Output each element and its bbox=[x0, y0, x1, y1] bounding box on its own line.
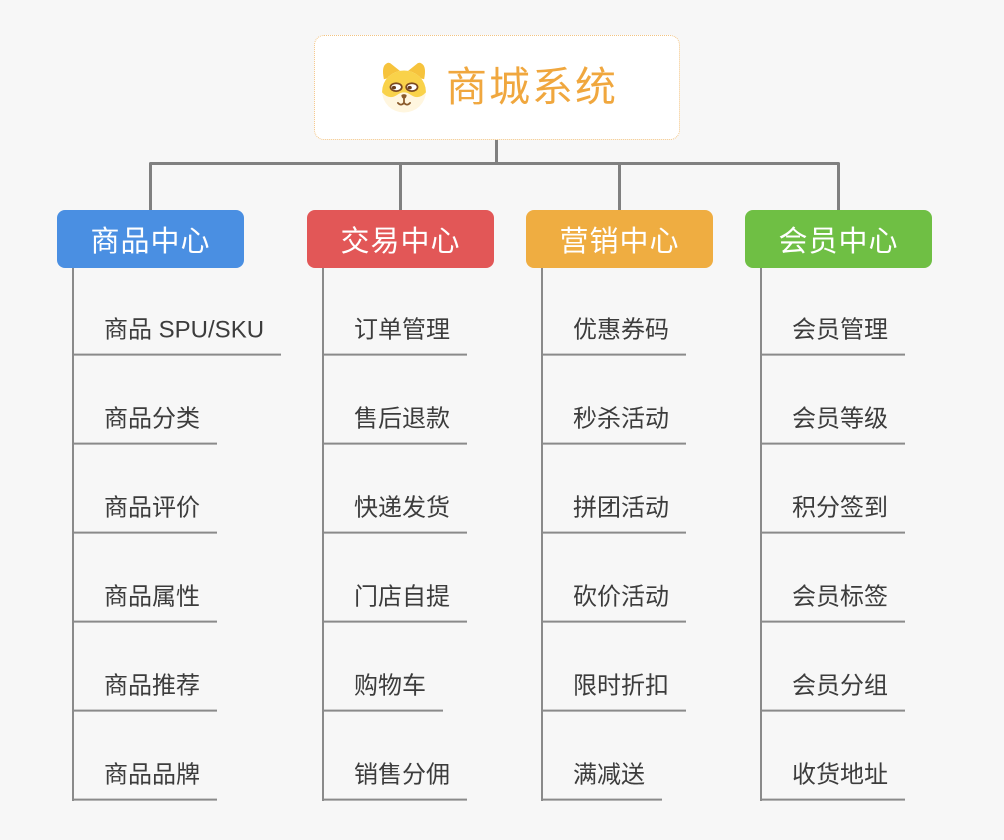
subtopic[interactable]: 会员分组 bbox=[760, 671, 905, 712]
subtopic[interactable]: 销售分佣 bbox=[322, 760, 467, 801]
subtopic[interactable]: 商品属性 bbox=[72, 582, 217, 623]
root-topic[interactable]: 商城系统 bbox=[314, 35, 680, 140]
subtopic[interactable]: 快递发货 bbox=[322, 493, 467, 534]
subtopic[interactable]: 商品推荐 bbox=[72, 671, 217, 712]
subtopic[interactable]: 优惠券码 bbox=[541, 315, 686, 356]
subtopic[interactable]: 商品评价 bbox=[72, 493, 217, 534]
branch-member-center[interactable]: 会员中心 bbox=[745, 210, 932, 268]
branch-trade-center[interactable]: 交易中心 bbox=[307, 210, 494, 268]
connector-branch-stem bbox=[149, 163, 152, 210]
subtopic[interactable]: 购物车 bbox=[322, 671, 443, 712]
branch-column-product: 商品 SPU/SKU 商品分类 商品评价 商品属性 商品推荐 商品品牌 bbox=[72, 268, 312, 801]
connector-root-stem bbox=[495, 140, 498, 164]
connector-rail bbox=[149, 162, 840, 165]
subtopic[interactable]: 满减送 bbox=[541, 760, 662, 801]
subtopic[interactable]: 积分签到 bbox=[760, 493, 905, 534]
subtopic[interactable]: 会员等级 bbox=[760, 404, 905, 445]
subtopic[interactable]: 限时折扣 bbox=[541, 671, 686, 712]
subtopic[interactable]: 售后退款 bbox=[322, 404, 467, 445]
branch-marketing-center[interactable]: 营销中心 bbox=[526, 210, 713, 268]
subtopic[interactable]: 收货地址 bbox=[760, 760, 905, 801]
branch-column-trade: 订单管理 售后退款 快递发货 门店自提 购物车 销售分佣 bbox=[322, 268, 562, 801]
subtopic[interactable]: 商品 SPU/SKU bbox=[72, 315, 282, 356]
subtopic[interactable]: 拼团活动 bbox=[541, 493, 686, 534]
subtopic[interactable]: 会员管理 bbox=[760, 315, 905, 356]
subtopic[interactable]: 商品品牌 bbox=[72, 760, 217, 801]
subtopic[interactable]: 门店自提 bbox=[322, 582, 467, 623]
connector-branch-stem bbox=[618, 163, 621, 210]
branch-column-member: 会员管理 会员等级 积分签到 会员标签 会员分组 收货地址 bbox=[760, 268, 1000, 801]
connector-branch-stem bbox=[837, 163, 840, 210]
subtopic[interactable]: 砍价活动 bbox=[541, 582, 686, 623]
subtopic[interactable]: 秒杀活动 bbox=[541, 404, 686, 445]
subtopic[interactable]: 商品分类 bbox=[72, 404, 217, 445]
connector-branch-stem bbox=[399, 163, 402, 210]
subtopic[interactable]: 订单管理 bbox=[322, 315, 467, 356]
branch-product-center[interactable]: 商品中心 bbox=[57, 210, 244, 268]
dog-face-icon bbox=[382, 62, 426, 112]
root-topic-label: 商城系统 bbox=[446, 64, 618, 110]
branch-column-marketing: 优惠券码 秒杀活动 拼团活动 砍价活动 限时折扣 满减送 bbox=[541, 268, 781, 801]
subtopic[interactable]: 会员标签 bbox=[760, 582, 905, 623]
